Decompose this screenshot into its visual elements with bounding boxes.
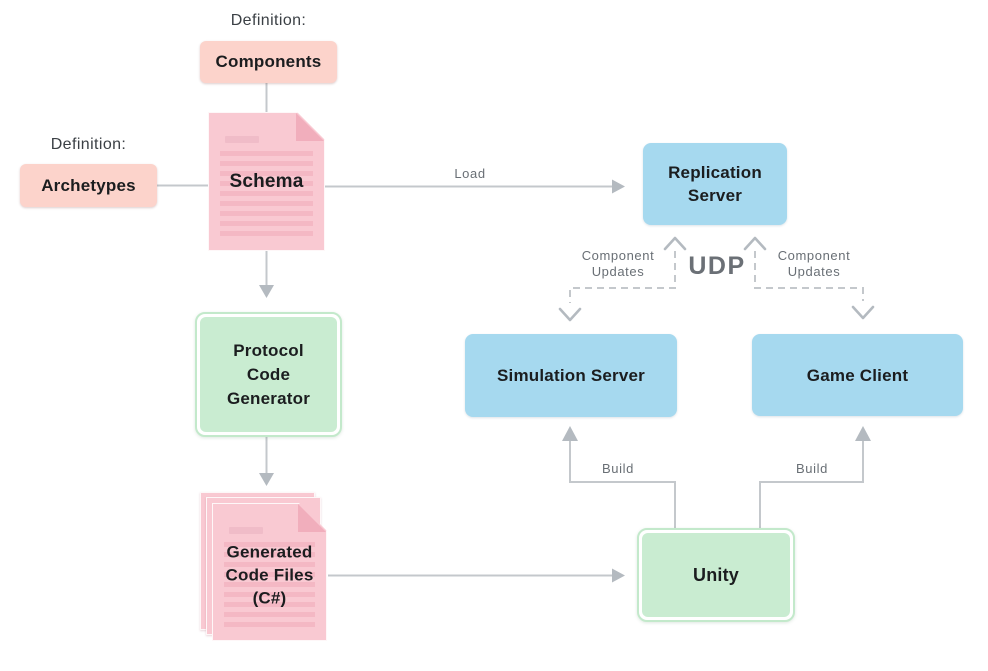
node-protocol-code-generator-label: Protocol Code Generator [226,340,311,408]
arrowhead-load [612,179,625,194]
doc-title-stripe [229,527,263,534]
node-schema: Schema [208,112,325,251]
node-game-client: Game Client [752,334,963,416]
arrowhead-build-left [562,426,578,441]
node-generated-code-files: Generated Code Files (C#) [200,492,328,642]
edge-label-udp: UDP [688,252,746,280]
node-protocol-code-generator: Protocol Code Generator [195,312,342,437]
node-unity: Unity [637,528,795,622]
definition-components-caption: Definition: [230,12,307,29]
edge-udp-left-dashed [569,251,676,303]
document-sheet: Schema [208,112,325,251]
node-unity-label: Unity [693,565,739,585]
doc-text-lines [224,542,315,630]
chevron-down-left-icon [558,307,582,322]
node-schema-label: Schema [229,170,304,192]
node-components: Components [200,41,337,83]
node-game-client-label: Game Client [806,365,909,385]
chevron-down-right-icon [851,305,875,320]
edge-build-right [759,441,864,528]
node-archetypes-label: Archetypes [41,175,136,195]
edge-label-component-updates-left: Component Updates [581,248,655,279]
arrowhead-schema-generator [259,285,274,298]
doc-text-lines [220,151,313,240]
arrowhead-generator-files [259,473,274,486]
edge-udp-right-dashed [754,251,864,301]
chevron-up-left-icon [663,236,687,251]
edge-build-left [569,441,676,528]
node-simulation-server: Simulation Server [465,334,677,417]
folded-corner-icon [296,113,324,141]
arrowhead-files-unity [612,568,625,583]
node-replication-server: Replication Server [643,143,787,225]
doc-title-stripe [225,136,259,143]
definition-archetypes-caption: Definition: [50,136,127,153]
node-simulation-server-label: Simulation Server [497,366,645,385]
node-archetypes: Archetypes [20,164,157,207]
node-components-label: Components [215,52,322,71]
edge-label-load: Load [454,166,486,181]
node-replication-server-label: Replication Server [668,163,762,205]
arrowhead-build-right [855,426,871,441]
edge-label-component-updates-right: Component Updates [777,248,851,279]
chevron-up-right-icon [743,236,767,251]
node-generated-code-files-label: Generated Code Files (C#) [225,542,314,608]
edge-label-build-left: Build [602,461,634,476]
document-sheet-front: Generated Code Files (C#) [212,503,327,641]
edge-label-build-right: Build [796,461,828,476]
